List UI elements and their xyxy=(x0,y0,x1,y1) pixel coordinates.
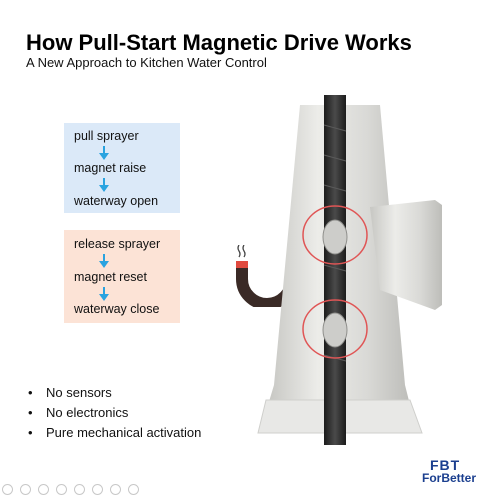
upper-magnet xyxy=(322,219,348,255)
page-subtitle: A New Approach to Kitchen Water Control xyxy=(26,55,267,70)
down-arrow-icon xyxy=(99,146,109,160)
bullet-icon: • xyxy=(28,405,33,420)
page-title: How Pull-Start Magnetic Drive Works xyxy=(26,30,412,55)
bullet-icon: • xyxy=(28,425,33,440)
flow-step-magnet-raise: magnet raise xyxy=(74,161,147,175)
down-arrow-icon xyxy=(99,287,109,301)
feature-text: Pure mechanical activation xyxy=(46,425,202,440)
down-arrow-icon xyxy=(99,254,109,268)
faucet-illustration xyxy=(257,95,442,445)
zoom-icon[interactable] xyxy=(74,484,85,495)
slide-controls xyxy=(2,484,162,498)
release-flow-box: release sprayer magnet reset waterway cl… xyxy=(64,230,180,323)
down-arrow-icon xyxy=(99,178,109,192)
pen-icon[interactable] xyxy=(38,484,49,495)
bullet-icon: • xyxy=(28,385,33,400)
faucet-handle xyxy=(370,200,442,310)
flow-step-waterway-close: waterway close xyxy=(74,302,160,316)
grid-icon[interactable] xyxy=(92,484,103,495)
pointer-icon[interactable] xyxy=(56,484,67,495)
hose-texture xyxy=(323,124,347,362)
flow-step-magnet-reset: magnet reset xyxy=(74,270,147,284)
back-icon[interactable] xyxy=(2,484,13,495)
lower-magnet xyxy=(322,312,348,348)
forward-icon[interactable] xyxy=(20,484,31,495)
logo-wordmark: ForBetter xyxy=(422,471,477,485)
forbetter-logo: FBT ForBetter xyxy=(418,457,488,487)
pull-flow-box: pull sprayer magnet raise waterway open xyxy=(64,123,180,213)
flow-step-pull-sprayer: pull sprayer xyxy=(74,129,139,143)
lower-highlight-circle xyxy=(302,299,368,359)
flow-step-release-sprayer: release sprayer xyxy=(74,237,161,251)
more-icon[interactable] xyxy=(128,484,139,495)
camera-icon[interactable] xyxy=(110,484,121,495)
upper-highlight-circle xyxy=(302,205,368,265)
feature-text: No electronics xyxy=(46,405,129,420)
feature-text: No sensors xyxy=(46,385,112,400)
flow-step-waterway-open: waterway open xyxy=(74,194,159,208)
logo-mark: FBT xyxy=(430,457,461,473)
